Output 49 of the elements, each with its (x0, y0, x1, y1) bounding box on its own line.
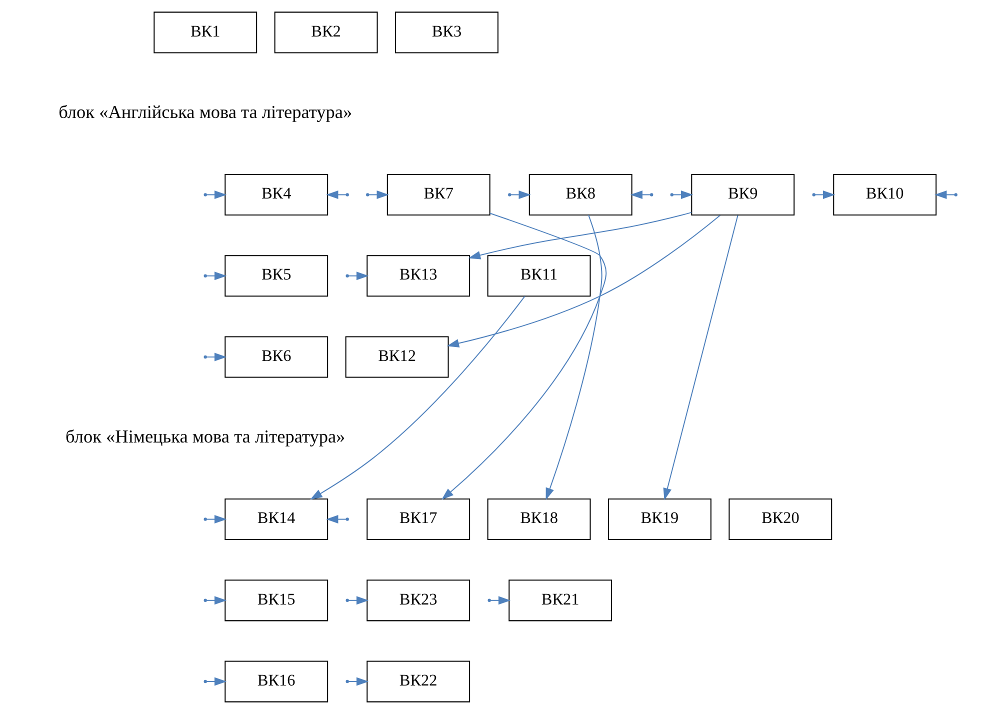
node-box: ВК12 (345, 336, 449, 378)
arrow (206, 515, 227, 524)
node-box: ВК18 (487, 498, 591, 540)
node-box: ВК16 (224, 660, 328, 702)
arrow (441, 212, 607, 500)
arrow (673, 190, 694, 199)
arrow (510, 190, 531, 199)
node-box: ВК19 (608, 498, 712, 540)
node-box: ВК21 (508, 580, 612, 622)
arrow (368, 190, 389, 199)
arrow (326, 515, 346, 524)
node-box: ВК9 (691, 174, 795, 216)
node-box: ВК20 (728, 498, 832, 540)
arrow (934, 190, 955, 199)
node-box: ВК10 (833, 174, 937, 216)
arrow (446, 214, 720, 348)
node-box: ВК6 (224, 336, 328, 378)
arrow (310, 296, 526, 500)
arrow (815, 190, 836, 199)
label: блок «Англійська мова та література» (58, 102, 352, 122)
arrow (468, 212, 692, 260)
node-box: ВК14 (224, 498, 328, 540)
node-box: ВК17 (366, 498, 470, 540)
arrow (206, 677, 227, 686)
node-box: ВК3 (395, 12, 498, 54)
node-box: ВК2 (274, 12, 378, 54)
label: блок «Німецька мова та література» (66, 426, 346, 447)
node-box: ВК22 (366, 660, 470, 702)
arrow (348, 596, 369, 605)
node-box: ВК13 (366, 255, 470, 297)
node-box: ВК7 (386, 174, 490, 216)
arrow (206, 190, 227, 199)
arrow (326, 190, 346, 199)
node-box: ВК5 (224, 255, 328, 297)
arrow (490, 596, 511, 605)
node-box: ВК23 (366, 580, 470, 622)
arrow (348, 677, 369, 686)
arrow (206, 272, 227, 280)
arrow (206, 596, 227, 605)
arrow (546, 214, 602, 500)
arrow (663, 215, 738, 500)
arrow (348, 272, 369, 280)
node-box: ВК1 (154, 12, 258, 54)
node-box: ВК15 (224, 580, 328, 622)
arrow (630, 190, 650, 199)
node-box: ВК8 (528, 174, 632, 216)
arrow (206, 352, 227, 362)
node-box: ВК4 (224, 174, 328, 216)
node-box: ВК11 (487, 255, 591, 297)
